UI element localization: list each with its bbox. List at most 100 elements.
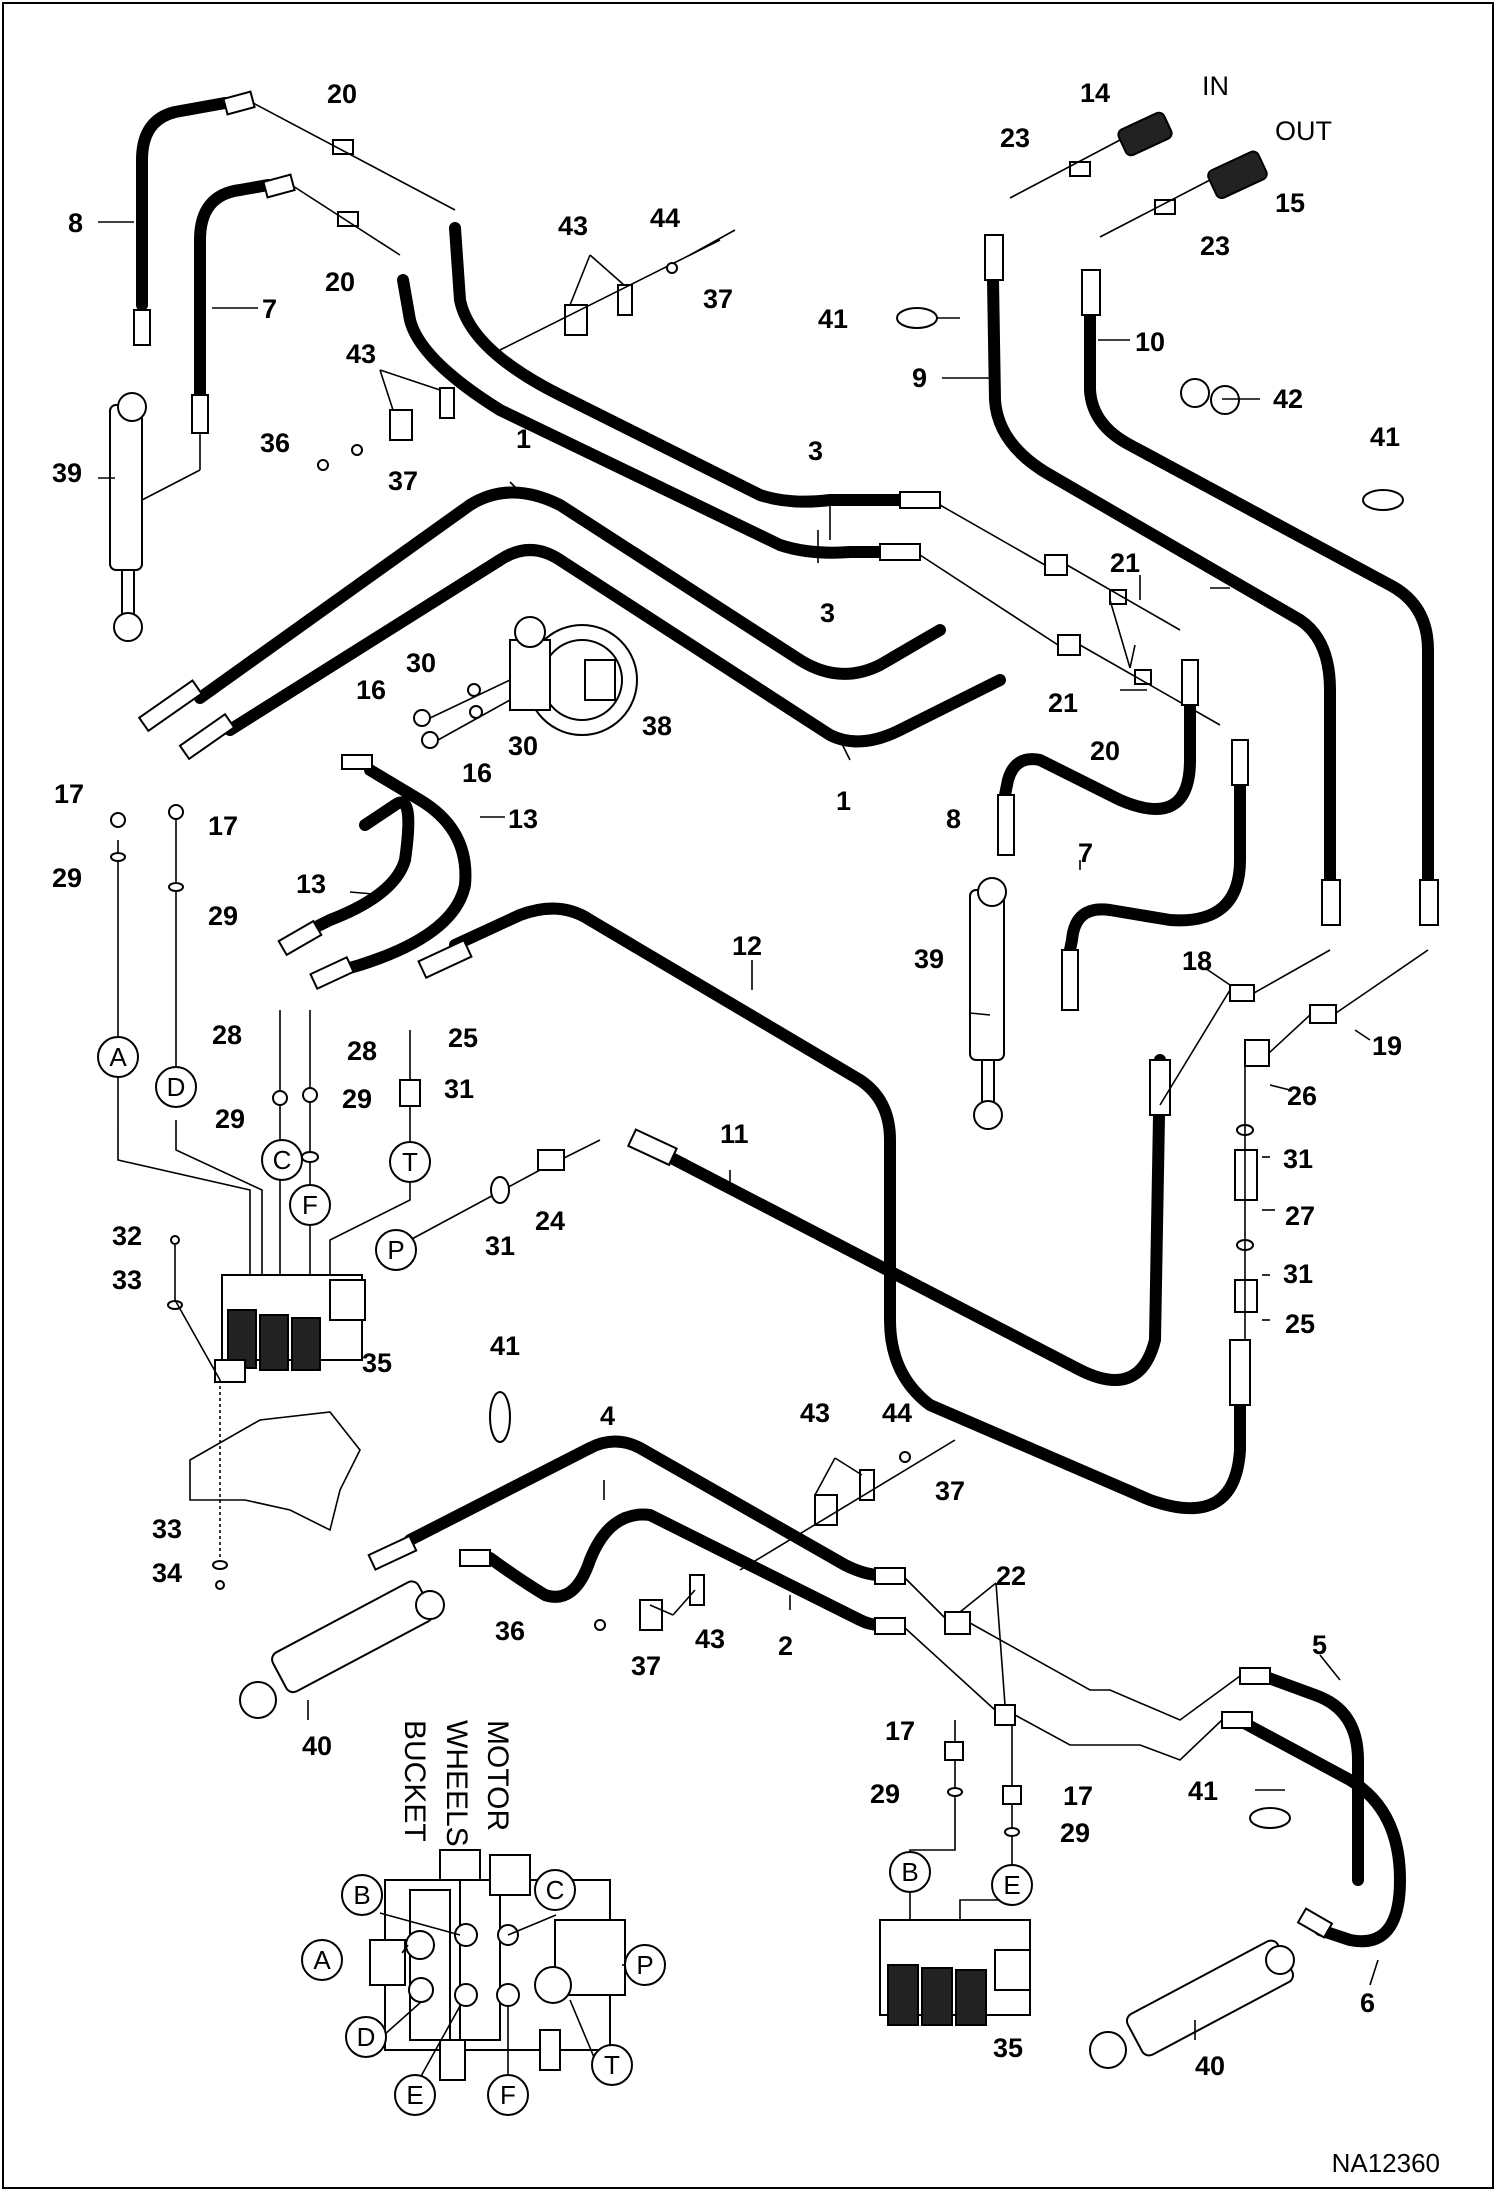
callout-numbers: 1 1 2 3 3 4 5 6 7 7 8 8 9 10 11 12 13 13…: [52, 78, 1402, 2081]
callout-4: 4: [600, 1401, 615, 1431]
hose-7-top: [191, 173, 296, 434]
label-out: OUT: [1275, 116, 1332, 146]
port-F-key: F: [500, 2080, 516, 2110]
hose-13-inner: [277, 796, 415, 957]
hose-4: [367, 1435, 906, 1585]
callout-39a: 39: [52, 458, 82, 488]
hose-1-lower: [178, 544, 1006, 761]
callout-18: 18: [1182, 946, 1212, 976]
callout-17c: 17: [885, 1716, 915, 1746]
hose-7-right: [1061, 739, 1249, 1011]
port-E-bottom: E: [1003, 1870, 1020, 1900]
callout-25a: 25: [448, 1023, 478, 1053]
fittings-20-top: [252, 102, 456, 256]
callout-17a: 17: [54, 779, 84, 809]
callout-2: 2: [778, 1631, 793, 1661]
callout-43c: 43: [800, 1398, 830, 1428]
callout-20b: 20: [325, 267, 355, 297]
fittings-right-chain: [1159, 949, 1429, 1340]
callout-29a: 29: [52, 863, 82, 893]
hose-9: [984, 234, 1341, 926]
callout-15: 15: [1275, 188, 1305, 218]
hose-8-top: [133, 90, 256, 346]
callout-20a: 20: [327, 79, 357, 109]
cylinder-39-right: [969, 877, 1007, 1130]
callout-16a: 16: [356, 675, 386, 705]
port-B-key: B: [353, 1880, 370, 1910]
callout-23b: 23: [1200, 231, 1230, 261]
callout-11: 11: [720, 1119, 749, 1149]
port-A-key: A: [313, 1945, 331, 1975]
callout-39b: 39: [914, 944, 944, 974]
callout-37c: 37: [935, 1476, 965, 1506]
hose-1-upper: [137, 486, 946, 733]
callout-16b: 16: [462, 758, 492, 788]
callout-1b: 1: [836, 786, 851, 816]
callout-37d: 37: [631, 1651, 661, 1681]
callout-25b: 25: [1285, 1309, 1315, 1339]
callout-40b: 40: [1195, 2051, 1225, 2081]
callout-40a: 40: [302, 1731, 332, 1761]
callout-41d: 41: [1188, 1776, 1218, 1806]
callout-17b: 17: [208, 811, 238, 841]
callout-1a: 1: [516, 424, 531, 454]
callout-28b: 28: [347, 1036, 377, 1066]
callout-3b: 3: [820, 598, 835, 628]
callout-21a: 21: [1110, 548, 1140, 578]
callout-17d: 17: [1063, 1781, 1093, 1811]
callout-41a: 41: [818, 304, 848, 334]
callout-35a: 35: [362, 1348, 392, 1378]
callout-9: 9: [912, 363, 927, 393]
callout-37a: 37: [703, 284, 733, 314]
callout-8a: 8: [68, 208, 83, 238]
tees-21: [919, 504, 1221, 726]
callout-30a: 30: [406, 648, 436, 678]
port-T-top: T: [402, 1147, 418, 1177]
callout-8b: 8: [946, 804, 961, 834]
port-C-key: C: [546, 1875, 565, 1905]
port-E-key: E: [406, 2080, 423, 2110]
port-P-key: P: [636, 1950, 653, 1980]
callout-41b: 41: [1370, 422, 1400, 452]
port-letter-circles: A D C F T P B E B C A P D T E F: [97, 1036, 1033, 2116]
label-motor: MOTOR: [481, 1720, 514, 1831]
label-bucket: BUCKET: [398, 1720, 431, 1842]
callout-35b: 35: [993, 2033, 1023, 2063]
callout-43b: 43: [346, 339, 376, 369]
callout-34: 34: [152, 1558, 182, 1588]
hose-13-outer: [309, 754, 472, 991]
callout-29f: 29: [1060, 1818, 1090, 1848]
callout-36a: 36: [260, 428, 290, 458]
callout-7a: 7: [262, 294, 277, 324]
callout-36b: 36: [495, 1616, 525, 1646]
callout-12: 12: [732, 931, 762, 961]
port-P-top: P: [387, 1235, 404, 1265]
callout-28a: 28: [212, 1020, 242, 1050]
hose-3-lower: [397, 274, 921, 561]
port-T-key: T: [604, 2050, 620, 2080]
cylinder-40-left: [239, 1580, 445, 1719]
callout-27: 27: [1285, 1201, 1315, 1231]
callout-22: 22: [996, 1561, 1026, 1591]
callout-19: 19: [1372, 1031, 1402, 1061]
callout-24: 24: [535, 1206, 565, 1236]
hose-8-right: [997, 659, 1199, 856]
callout-23a: 23: [1000, 123, 1030, 153]
cylinder-39-left: [109, 392, 201, 642]
label-wheels: WHEELS: [440, 1720, 473, 1847]
tie-41-bottom: [489, 1391, 1291, 1829]
hose-3-upper: [449, 222, 941, 509]
callout-3a: 3: [808, 436, 823, 466]
callout-13a: 13: [508, 804, 538, 834]
port-B-bottom: B: [901, 1857, 918, 1887]
callout-31d: 31: [1283, 1259, 1313, 1289]
tee-22: [904, 1577, 1241, 1761]
hose-6: [1221, 1711, 1406, 1948]
valve-35-top: [214, 1274, 366, 1383]
fittings-16-30: [413, 679, 511, 749]
callout-29d: 29: [342, 1084, 372, 1114]
hose-2: [459, 1508, 906, 1635]
callout-43a: 43: [558, 211, 588, 241]
callout-44b: 44: [882, 1398, 912, 1428]
